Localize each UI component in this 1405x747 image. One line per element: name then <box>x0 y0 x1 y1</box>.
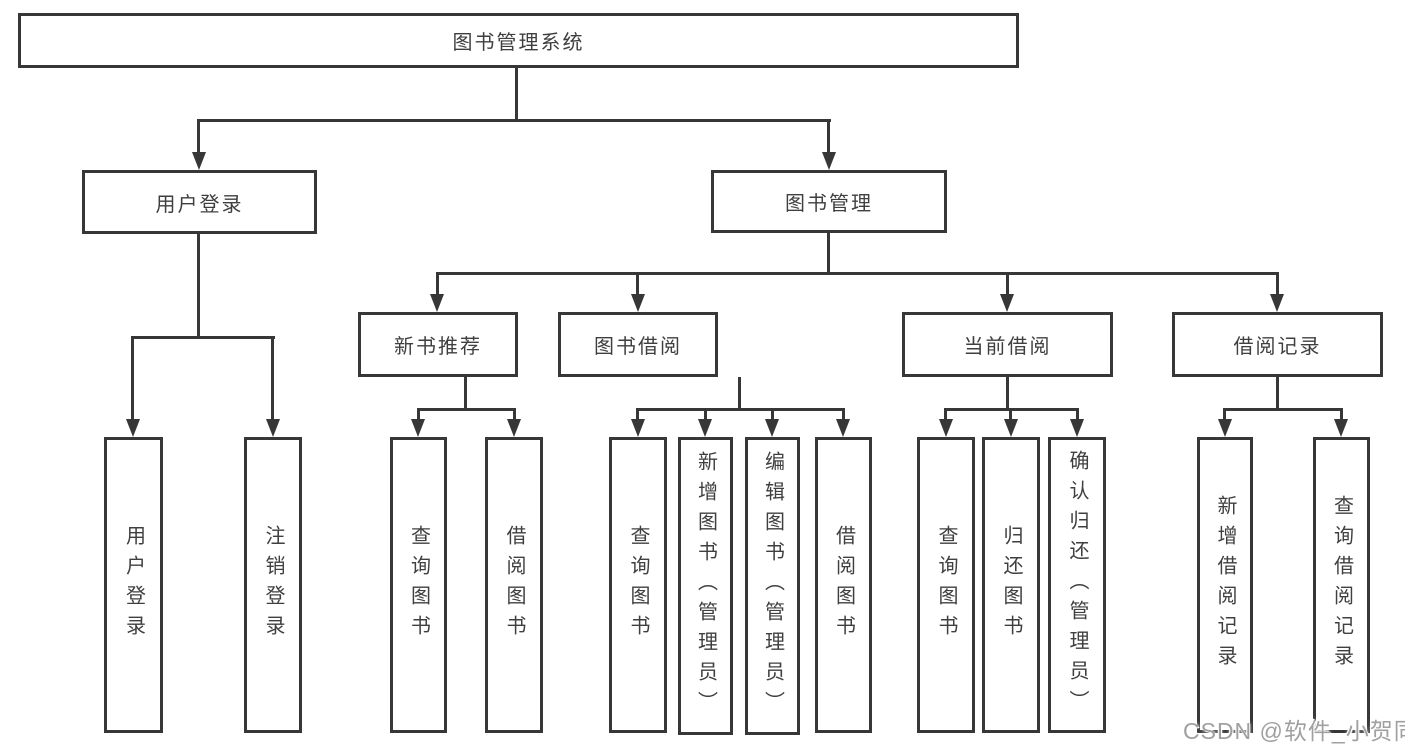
leaf-br-add-record: 新增借阅记录 <box>1197 437 1253 733</box>
arrowhead-icon <box>836 419 850 437</box>
arrowhead-icon <box>430 294 444 312</box>
edge-level3-rail <box>436 272 1279 275</box>
edge-br-query <box>1340 408 1343 423</box>
arrowhead-icon <box>507 419 521 437</box>
arrowhead-icon <box>1218 419 1232 437</box>
edge-to-borrow-records <box>1276 272 1279 298</box>
node-current-borrowing: 当前借阅 <box>902 312 1113 377</box>
node-user-login: 用户登录 <box>82 170 317 234</box>
arrowhead-icon <box>939 419 953 437</box>
leaf-cb-query-books: 查询图书 <box>917 437 975 733</box>
edge-root-stem <box>515 68 518 122</box>
leaf-cb-confirm-return-admin: 确认归还（管理员） <box>1048 437 1106 733</box>
edge-to-book-borrow <box>636 272 639 298</box>
edge-to-user-login <box>197 119 200 157</box>
edge-to-current-borrow <box>1006 272 1009 298</box>
arrowhead-icon <box>1070 419 1084 437</box>
arrowhead-icon <box>822 152 836 170</box>
node-borrowing-records: 借阅记录 <box>1172 312 1383 377</box>
edge-to-new-book <box>436 272 439 298</box>
arrowhead-icon <box>765 419 779 437</box>
arrowhead-icon <box>1004 419 1018 437</box>
node-new-book-recommend: 新书推荐 <box>358 312 518 377</box>
leaf-cb-return-books: 归还图书 <box>982 437 1040 733</box>
edge-book-borrow-rail <box>636 408 845 411</box>
csdn-watermark: CSDN @软件_小贺同学 <box>1183 718 1405 744</box>
arrowhead-icon <box>266 419 280 437</box>
arrowhead-icon <box>631 294 645 312</box>
leaf-nb-query-books: 查询图书 <box>390 437 447 733</box>
edge-borrow-records-stem <box>1276 377 1279 411</box>
leaf-bb-borrow-books: 借阅图书 <box>815 437 872 733</box>
edge-book-borrow-stem <box>738 377 741 411</box>
arrowhead-icon <box>1334 419 1348 437</box>
arrowhead-icon <box>192 152 206 170</box>
arrowhead-icon <box>1000 294 1014 312</box>
edge-bb-edit <box>771 408 774 423</box>
edge-cb-query <box>944 408 947 423</box>
node-book-borrowing: 图书借阅 <box>558 312 718 377</box>
leaf-nb-borrow-books: 借阅图书 <box>485 437 543 733</box>
arrowhead-icon <box>126 419 140 437</box>
edge-bb-borrow <box>842 408 845 423</box>
node-library-system: 图书管理系统 <box>18 13 1019 68</box>
arrowhead-icon <box>631 419 645 437</box>
edge-to-leaf-user-login <box>131 336 134 423</box>
edge-user-login-stem <box>197 234 200 339</box>
edge-nb-query <box>417 408 420 423</box>
edge-borrow-records-rail <box>1223 408 1343 411</box>
leaf-br-query-record: 查询借阅记录 <box>1313 437 1370 733</box>
leaf-bb-edit-books-admin: 编辑图书（管理员） <box>745 437 800 735</box>
edge-br-add <box>1223 408 1226 423</box>
edge-cb-return <box>1009 408 1012 423</box>
edge-cb-confirm <box>1076 408 1079 423</box>
edge-nb-borrow <box>513 408 516 423</box>
leaf-bb-query-books: 查询图书 <box>609 437 667 733</box>
edge-new-book-rail <box>417 408 516 411</box>
arrowhead-icon <box>698 419 712 437</box>
edge-level1-rail <box>197 119 831 122</box>
node-book-management: 图书管理 <box>711 170 947 233</box>
edge-user-login-rail <box>132 336 275 339</box>
leaf-logout: 注销登录 <box>244 437 302 733</box>
arrowhead-icon <box>1270 294 1284 312</box>
edge-new-book-stem <box>464 377 467 411</box>
leaf-user-login: 用户登录 <box>104 437 163 733</box>
edge-book-management-stem <box>827 233 830 275</box>
edge-to-leaf-logout <box>271 336 274 423</box>
leaf-bb-add-books-admin: 新增图书（管理员） <box>678 437 733 735</box>
edge-bb-query <box>636 408 639 423</box>
arrowhead-icon <box>411 419 425 437</box>
edge-to-book-management <box>827 119 830 157</box>
edge-current-borrow-stem <box>1006 377 1009 411</box>
edge-bb-add <box>704 408 707 423</box>
